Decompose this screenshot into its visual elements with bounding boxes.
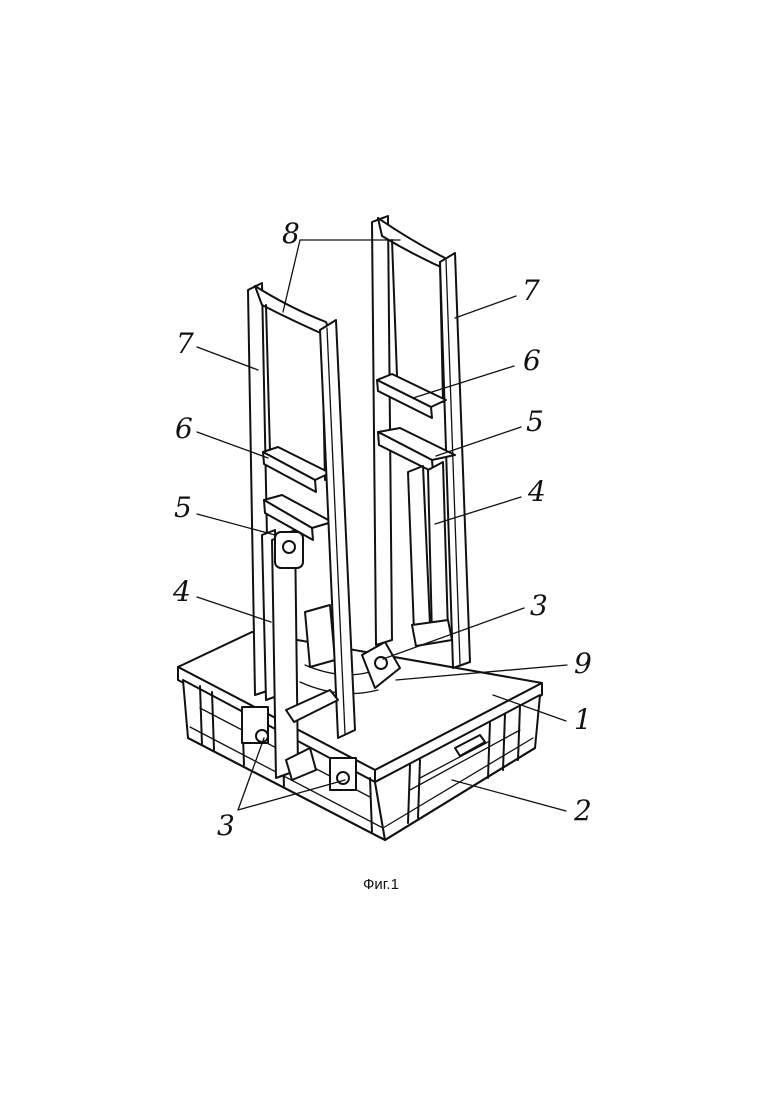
ref-label-4-right: 4 bbox=[528, 478, 546, 506]
figure-caption: Фиг.1 bbox=[363, 876, 399, 893]
ref-label-7-left: 7 bbox=[176, 330, 194, 358]
ref-label-6-left: 6 bbox=[175, 415, 193, 443]
ref-label-3-bottom: 3 bbox=[217, 812, 235, 840]
ref-label-7-right: 7 bbox=[522, 277, 540, 305]
ref-label-3-right: 3 bbox=[530, 592, 548, 620]
ref-label-9: 9 bbox=[574, 650, 592, 678]
ref-label-8: 8 bbox=[282, 220, 300, 248]
ref-label-2: 2 bbox=[574, 797, 592, 825]
ref-label-6-right: 6 bbox=[523, 347, 541, 375]
right-upright-assembly bbox=[372, 216, 470, 668]
ref-label-5-right: 5 bbox=[526, 408, 544, 436]
ref-label-1: 1 bbox=[574, 706, 592, 734]
ref-label-4-left: 4 bbox=[173, 578, 191, 606]
ref-label-5-left: 5 bbox=[174, 494, 192, 522]
